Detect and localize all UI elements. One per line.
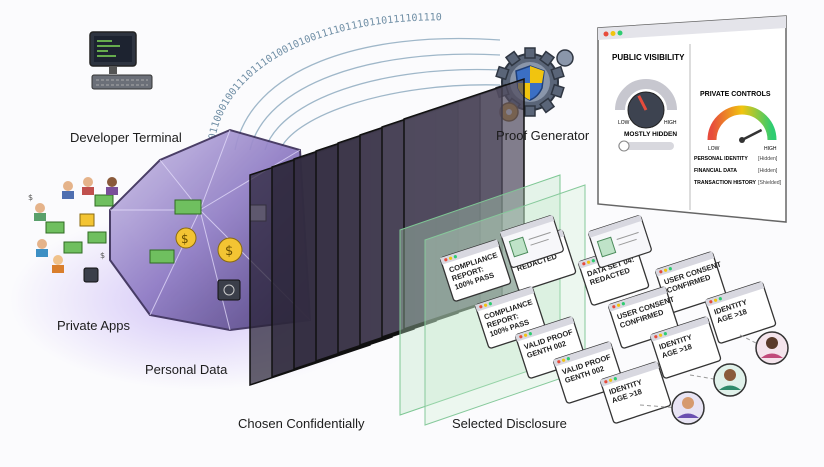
window-close-icon [603,31,609,37]
control-row-status: [Hidden] [758,168,778,174]
chosen-confidentially-label: Chosen Confidentially [238,416,365,431]
window-minimize-icon [610,31,616,36]
svg-text:$: $ [28,193,33,202]
svg-text:$: $ [100,251,105,260]
window-maximize-icon [617,30,623,36]
avatar [671,391,705,425]
control-row-name: TRANSACTION HISTORY [694,180,757,186]
avatar [713,363,747,397]
avatar [755,331,789,365]
coin-icon: $ [225,244,233,259]
connector-lines [639,334,761,409]
developer-terminal-label: Developer Terminal [70,130,182,145]
control-row-status: [Hidden] [758,156,778,162]
private-apps-label: Private Apps [57,318,130,333]
terminal-icon [89,31,153,90]
coin-icon: $ [181,232,189,246]
id-card [588,215,652,268]
private-gauge-needle [741,128,763,142]
private-controls-title: PRIVATE CONTROLS [700,91,771,98]
gauge-high-label: HIGH [664,120,677,126]
control-row-status: [Shielded] [758,180,782,186]
public-status: MOSTLY HIDDEN [624,131,677,138]
public-visibility-title: PUBLIC VISIBILITY [612,53,685,62]
visibility-dashboard: PUBLIC VISIBILITY LOW HIGH MOSTLY HIDDEN… [597,15,787,223]
visibility-slider-thumb[interactable] [618,140,630,152]
public-gauge-needle [637,95,648,111]
gauge-high-label: HIGH [764,146,777,152]
visibility-slider[interactable] [618,142,674,150]
proof-generator-label: Proof Generator [496,128,590,143]
circuit-arc [234,37,501,151]
personal-data-label: Personal Data [145,362,228,377]
control-row-name: FINANCIAL DATA [694,168,737,174]
private-apps-icons: $ $ [28,177,118,283]
selected-disclosure-label: Selected Disclosure [452,416,567,431]
control-row-name: PERSONAL IDENTITY [694,156,748,162]
gauge-low-label: LOW [708,146,720,152]
id-card [500,215,564,268]
gauge-low-label: LOW [618,120,630,126]
